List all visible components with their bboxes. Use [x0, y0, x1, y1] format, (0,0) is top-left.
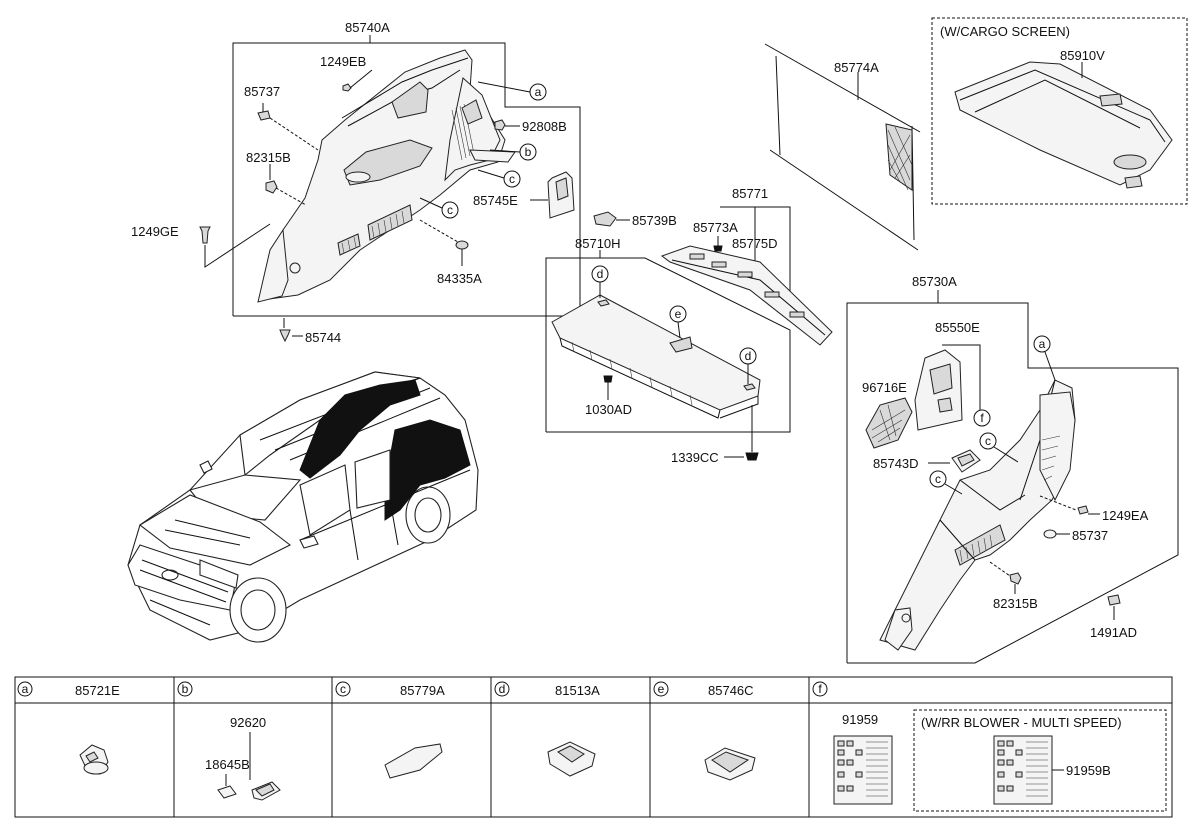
- legend-a-letter: a: [22, 682, 29, 696]
- callout-b-left-text: b: [525, 145, 532, 159]
- label-85775D: 85775D: [732, 236, 778, 251]
- label-85745E: 85745E: [473, 193, 518, 208]
- legend-e-part: 85746C: [708, 683, 754, 698]
- label-85550E: 85550E: [935, 320, 980, 335]
- legend-d-letter: d: [499, 682, 506, 696]
- label-1339CC: 1339CC: [671, 450, 719, 465]
- part-85910V[interactable]: [954, 61, 1173, 186]
- label-85910V: 85910V: [1060, 48, 1105, 63]
- callout-c-right-2[interactable]: [929, 470, 947, 488]
- legend-f-option-part: 91959B: [1066, 763, 1111, 778]
- rr-blower-option-box: [913, 709, 1167, 812]
- callout-c-left-1-text: c: [509, 172, 515, 186]
- label-cargo-screen-note: (W/CARGO SCREEN): [940, 24, 1070, 39]
- legend-c-part: 85779A: [400, 683, 445, 698]
- callout-a-right[interactable]: [1033, 335, 1051, 353]
- label-1030AD: 1030AD: [585, 402, 632, 417]
- callout-c-left-2-text: c: [447, 203, 453, 217]
- group-85771: 85739B 85771 85773A 85775D: [593, 186, 833, 346]
- part-85771-scuff-plate[interactable]: [660, 245, 833, 346]
- legend-f-part: 91959: [842, 712, 878, 727]
- legend-e-letter: e: [658, 682, 665, 696]
- legend-cell-d[interactable]: d 81513A: [494, 681, 600, 777]
- label-82315B-top: 82315B: [246, 150, 291, 165]
- callout-c-right-2-text: c: [935, 472, 941, 486]
- label-85774A: 85774A: [834, 60, 879, 75]
- callout-d-2-text: d: [745, 349, 752, 363]
- callout-c-left-2[interactable]: [441, 201, 459, 219]
- group-85740A: 85740A: [131, 20, 581, 345]
- callout-b-left[interactable]: [519, 143, 537, 161]
- label-85740A: 85740A: [345, 20, 390, 35]
- part-85710H-luggage-board[interactable]: [551, 294, 761, 411]
- legend-c-letter: c: [340, 682, 346, 696]
- legend-cell-b[interactable]: b 92620 18645B: [177, 681, 281, 801]
- group-85774A: 85774A: [764, 43, 921, 251]
- label-96716E: 96716E: [862, 380, 907, 395]
- callout-c-right-1-text: c: [985, 434, 991, 448]
- label-1249EB: 1249EB: [320, 54, 366, 69]
- label-85730A: 85730A: [912, 274, 957, 289]
- label-85773A: 85773A: [693, 220, 738, 235]
- legend-cell-c[interactable]: c 85779A: [335, 681, 445, 779]
- legend-a-part: 85721E: [75, 683, 120, 698]
- legend-cell-f[interactable]: f 91959 (W/RR BLOWER - MULTI SPEED): [812, 681, 1167, 812]
- label-1249GE: 1249GE: [131, 224, 179, 239]
- label-85737-right: 85737: [1072, 528, 1108, 543]
- part-85739B[interactable]: [593, 211, 617, 227]
- callout-a-left-text: a: [535, 85, 542, 99]
- part-96716E[interactable]: [865, 397, 913, 449]
- label-84335A: 84335A: [437, 271, 482, 286]
- callout-c-right-1[interactable]: [979, 432, 997, 450]
- group-85710H: 85710H d e d 1030AD 1339CC: [545, 236, 791, 465]
- label-82315B-right: 82315B: [993, 596, 1038, 611]
- vehicle-illustration[interactable]: [127, 371, 479, 643]
- group-85730A: 85730A 85550E f 96716E: [846, 274, 1179, 664]
- callout-d-1-text: d: [597, 267, 604, 281]
- label-85744: 85744: [305, 330, 341, 345]
- label-85710H: 85710H: [575, 236, 621, 251]
- label-1491AD: 1491AD: [1090, 625, 1137, 640]
- callout-f-1-text: f: [980, 411, 984, 425]
- legend-f-option-note: (W/RR BLOWER - MULTI SPEED): [921, 715, 1122, 730]
- label-92808B: 92808B: [522, 119, 567, 134]
- callout-f-1[interactable]: [973, 409, 991, 427]
- legend-f-letter: f: [818, 682, 822, 696]
- legend-table: a 85721E b 92620 18645B c 85779A: [14, 676, 1173, 818]
- label-85743D: 85743D: [873, 456, 919, 471]
- callout-a-left[interactable]: [529, 83, 547, 101]
- legend-d-part: 81513A: [555, 683, 600, 698]
- legend-cell-e[interactable]: e 85746C: [653, 681, 756, 781]
- group-cargo-screen: (W/CARGO SCREEN) 85910V: [931, 17, 1188, 205]
- label-85739B: 85739B: [632, 213, 677, 228]
- label-85737-top: 85737: [244, 84, 280, 99]
- legend-b-sub: 18645B: [205, 757, 250, 772]
- callout-a-right-text: a: [1039, 337, 1046, 351]
- cargo-screen-box: [931, 17, 1188, 205]
- label-1249EA: 1249EA: [1102, 508, 1149, 523]
- legend-b-letter: b: [182, 682, 189, 696]
- callout-c-left-1[interactable]: [503, 170, 521, 188]
- legend-cell-a[interactable]: a 85721E: [17, 681, 120, 775]
- label-85771: 85771: [732, 186, 768, 201]
- callout-e-1-text: e: [675, 307, 682, 321]
- legend-b-part: 92620: [230, 715, 266, 730]
